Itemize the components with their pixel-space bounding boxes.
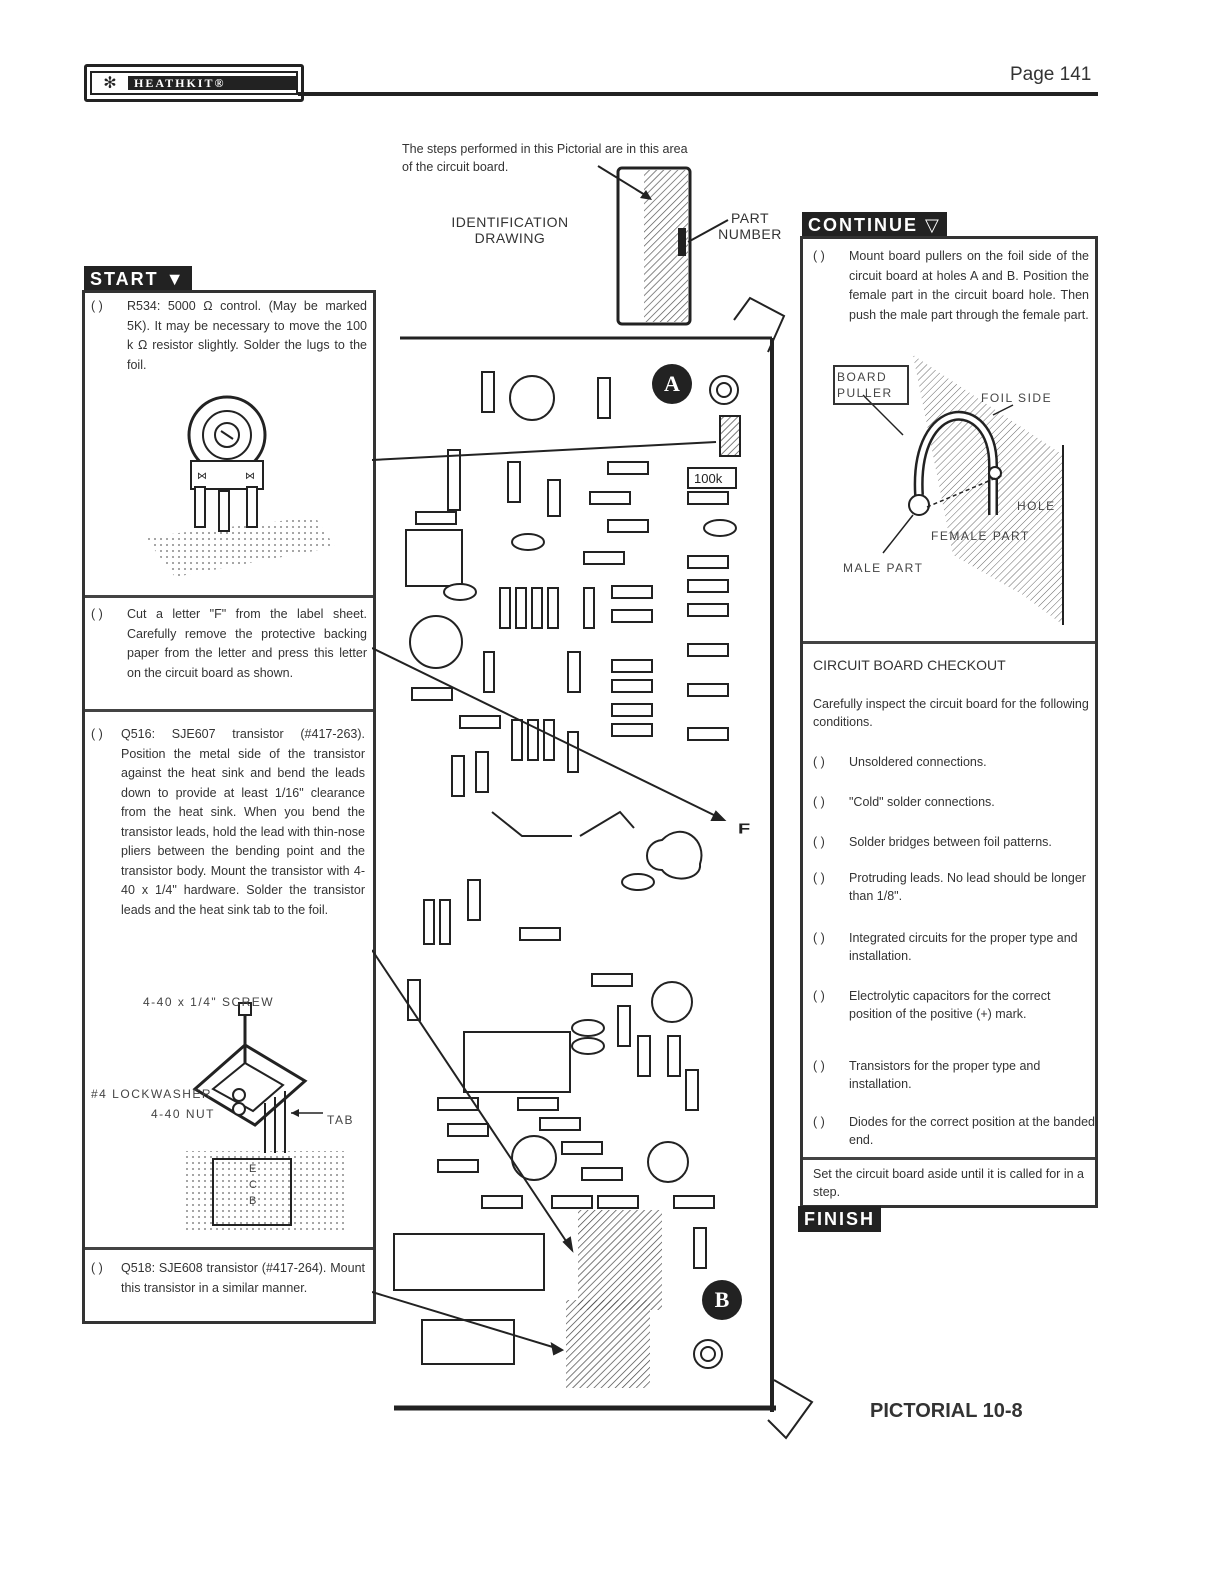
heathkit-logo: ✻ HEATHKIT® (84, 64, 304, 102)
divider (85, 595, 373, 598)
part-number-label: PART NUMBER (718, 210, 782, 242)
checkbox[interactable]: ( ) (91, 299, 103, 313)
circuit-board-pictorial (372, 296, 814, 1440)
start-label: START ▼ (84, 266, 192, 292)
male-part-label: MALE PART (843, 561, 924, 575)
svg-text:⋈: ⋈ (245, 471, 255, 482)
brand-name: HEATHKIT® (128, 76, 296, 90)
checkout-title: CIRCUIT BOARD CHECKOUT (813, 657, 1006, 673)
checkout-item: ( ) Diodes for the correct position at t… (813, 1113, 1095, 1149)
divider (85, 709, 373, 712)
hole-label: HOLE (1017, 499, 1056, 513)
start-steps-box: ( ) R534: 5000 Ω control. (May be marked… (82, 290, 376, 1324)
checkout-item: ( ) Integrated circuits for the proper t… (813, 929, 1095, 965)
divider (803, 1157, 1095, 1160)
checkout-item-text: Diodes for the correct position at the b… (849, 1115, 1095, 1147)
checkbox[interactable]: ( ) (813, 931, 825, 945)
checkout-closing: Set the circuit board aside until it is … (813, 1167, 1084, 1199)
identification-drawing (597, 165, 729, 326)
checkout-item-text: Transistors for the proper type and inst… (849, 1059, 1041, 1091)
control-illustration: ⋈ ⋈ (145, 395, 335, 577)
base-label: B (249, 1195, 258, 1207)
checkout-item-text: "Cold" solder connections. (849, 795, 995, 809)
tab-label: TAB (327, 1113, 354, 1127)
collector-label: C (249, 1179, 259, 1191)
checkbox[interactable]: ( ) (813, 1059, 825, 1073)
female-part-label: FEMALE PART (931, 529, 1030, 543)
step-text: Mount board pullers on the foil side of … (849, 249, 1089, 322)
checkout-item: ( ) "Cold" solder connections. (813, 793, 1095, 811)
checkbox[interactable]: ( ) (91, 727, 103, 741)
checkout-item: ( ) Unsoldered connections. (813, 753, 1095, 771)
transistor-mounting-illustration (185, 1002, 345, 1231)
step-text: Q518: SJE608 transistor (#417-264). Moun… (121, 1261, 365, 1295)
page-number: Page 141 (1010, 64, 1092, 85)
pictorial-area-note: The steps performed in this Pictorial ar… (402, 142, 688, 174)
checkbox[interactable]: ( ) (91, 1261, 103, 1275)
checkout-item-text: Solder bridges between foil patterns. (849, 835, 1052, 849)
checkout-item: ( ) Solder bridges between foil patterns… (813, 833, 1095, 851)
continue-label-text: CONTINUE (808, 215, 918, 235)
checkout-item-text: Integrated circuits for the proper type … (849, 931, 1078, 963)
board-puller-illustration (862, 355, 1064, 625)
hole-a-marker: A (652, 364, 692, 404)
checkout-item: ( ) Transistors for the proper type and … (813, 1057, 1095, 1093)
start-label-text: START (90, 269, 159, 289)
step-text: R534: 5000 Ω control. (May be marked 5K)… (127, 299, 367, 372)
screw-label: 4-40 x 1/4" SCREW (143, 995, 275, 1009)
continue-label: CONTINUE ▽ (802, 212, 947, 238)
finish-label: FINISH (798, 1206, 882, 1232)
checkbox[interactable]: ( ) (813, 835, 825, 849)
resistor-100k-label: 100k (694, 471, 723, 486)
header-rule (298, 92, 1098, 96)
continue-steps-box: ( ) Mount board pullers on the foil side… (800, 236, 1098, 1208)
checkout-item: ( ) Protruding leads. No lead should be … (813, 869, 1095, 905)
hole-b-marker: B (702, 1280, 742, 1320)
pictorial-title: PICTORIAL 10-8 (870, 1400, 1023, 1422)
checkout-item-text: Protruding leads. No lead should be long… (849, 871, 1086, 903)
foil-side-label: FOIL SIDE (981, 391, 1053, 405)
checkbox[interactable]: ( ) (813, 1115, 825, 1129)
arrow-down-icon: ▽ (925, 215, 941, 235)
step-text: Q516: SJE607 transistor (#417-263). Posi… (121, 727, 365, 917)
step-text: Cut a letter "F" from the label sheet. C… (127, 607, 367, 680)
arrow-down-icon: ▼ (165, 269, 186, 289)
divider (85, 1247, 373, 1250)
identification-drawing-label: IDENTIFICATION DRAWING (451, 214, 569, 246)
checkout-item-text: Electrolytic capacitors for the correct … (849, 989, 1051, 1021)
atom-icon: ✻ (103, 75, 117, 92)
emitter-label: E (249, 1163, 258, 1175)
checkbox[interactable]: ( ) (813, 755, 825, 769)
checkout-intro: Carefully inspect the circuit board for … (813, 697, 1089, 729)
checkout-item: ( ) Electrolytic capacitors for the corr… (813, 987, 1095, 1023)
checkbox[interactable]: ( ) (813, 795, 825, 809)
lockwasher-label: #4 LOCKWASHER (91, 1087, 213, 1101)
checkout-item-text: Unsoldered connections. (849, 755, 987, 769)
checkbox[interactable]: ( ) (813, 871, 825, 885)
checkbox[interactable]: ( ) (813, 249, 825, 263)
letter-f-label: F (738, 820, 751, 838)
checkbox[interactable]: ( ) (813, 989, 825, 1003)
svg-text:⋈: ⋈ (197, 471, 207, 482)
checkbox[interactable]: ( ) (91, 607, 103, 621)
board-puller-label: BOARD PULLER (833, 365, 909, 405)
divider (803, 641, 1095, 644)
nut-label: 4-40 NUT (151, 1107, 216, 1121)
